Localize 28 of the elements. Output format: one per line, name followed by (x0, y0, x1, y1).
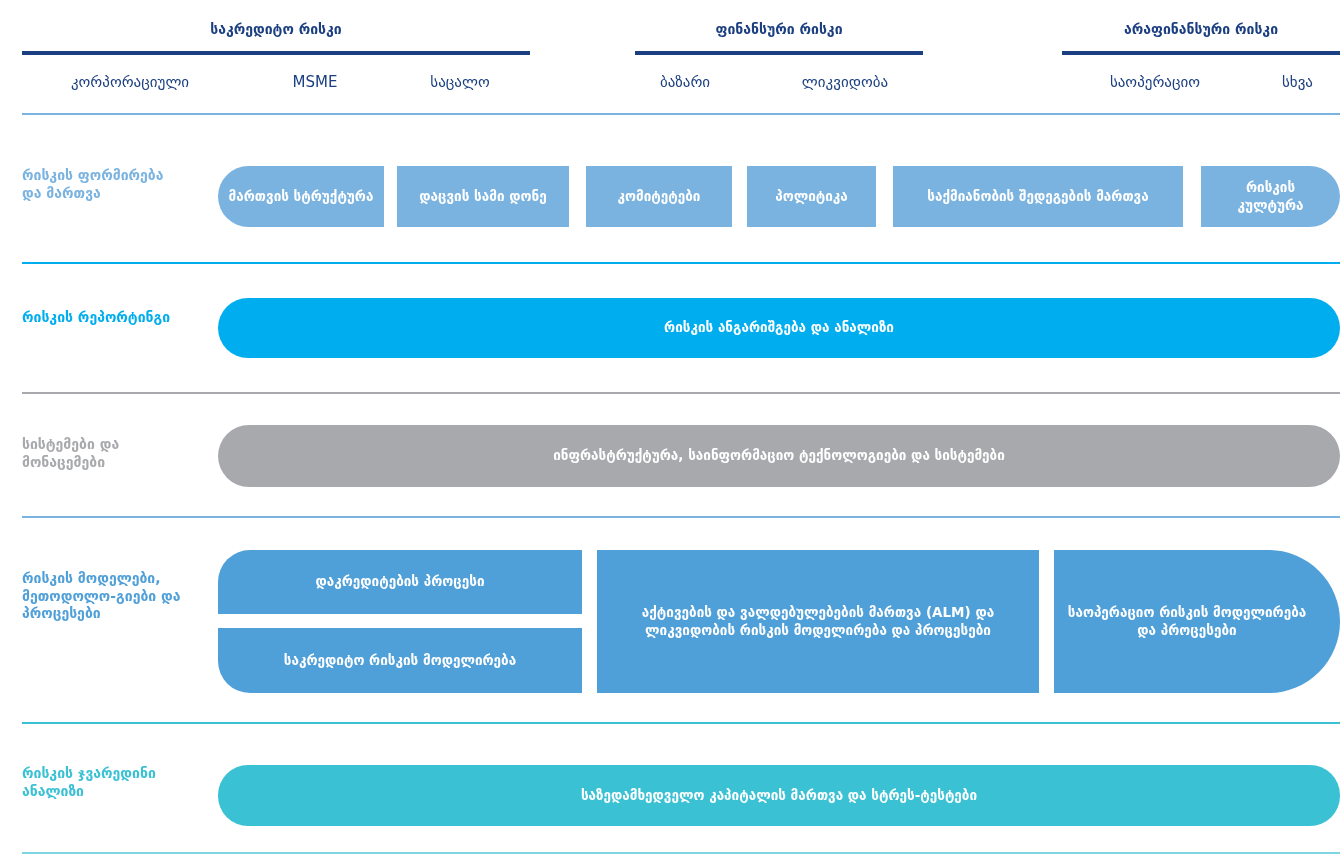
category-box: საქმიანობის შედეგების მართვა (893, 166, 1183, 227)
category-box: რისკის ანგარიშგება და ანალიზი (218, 298, 1340, 358)
category-box: აქტივების და ვალდებულებების მართვა (ALM) და ლიკვიდობის რისკის მოდელირება და პროცესები (597, 550, 1039, 693)
subcategory-label: MSME (291, 73, 339, 93)
category-box: ინფრასტრუქტურა, საინფორმაციო ტექნოლოგიები და სისტემები (218, 425, 1340, 487)
column-header: საკრედიტო რისკი (209, 20, 343, 39)
column-header: ფინანსური რისკი (714, 20, 844, 39)
category-box: საკრედიტო რისკის მოდელირება (218, 628, 582, 693)
row-label: რისკის ჯვარედინი ანალიზი (22, 765, 157, 800)
row-label: რისკის მოდელები, მეთოდოლო-გიები და პროცესები (22, 570, 182, 623)
category-box: პოლიტიკა (747, 166, 876, 227)
column-header: არაფინანსური რისკი (1122, 20, 1280, 39)
category-box: დაცვის სამი დონე (397, 166, 569, 227)
row-label: რისკის რეპორტინგი (22, 309, 172, 327)
category-box: დაკრედიტების პროცესი (218, 550, 582, 614)
subcategory-label: ბაზარი (658, 73, 712, 93)
category-box: კომიტეტები (586, 166, 732, 227)
row-label: სისტემები და მონაცემები (22, 436, 121, 471)
subcategory-label: სხვა (1281, 73, 1314, 93)
category-box: საოპერაციო რისკის მოდელირება და პროცესები (1054, 550, 1340, 693)
category-box: საზედამხედველო კაპიტალის მართვა და სტრეს-ტესტები (218, 765, 1340, 826)
subcategory-label: ლიკვიდობა (800, 73, 890, 93)
category-box: რისკის კულტურა (1201, 166, 1340, 227)
subcategory-label: საცალო (429, 73, 491, 93)
subcategory-label: საოპერაციო (1108, 73, 1202, 93)
subcategory-label: კორპორაციული (69, 73, 191, 93)
row-label: რისკის ფორმირება და მართვა (22, 167, 165, 202)
category-box: მართვის სტრუქტურა (218, 166, 384, 227)
